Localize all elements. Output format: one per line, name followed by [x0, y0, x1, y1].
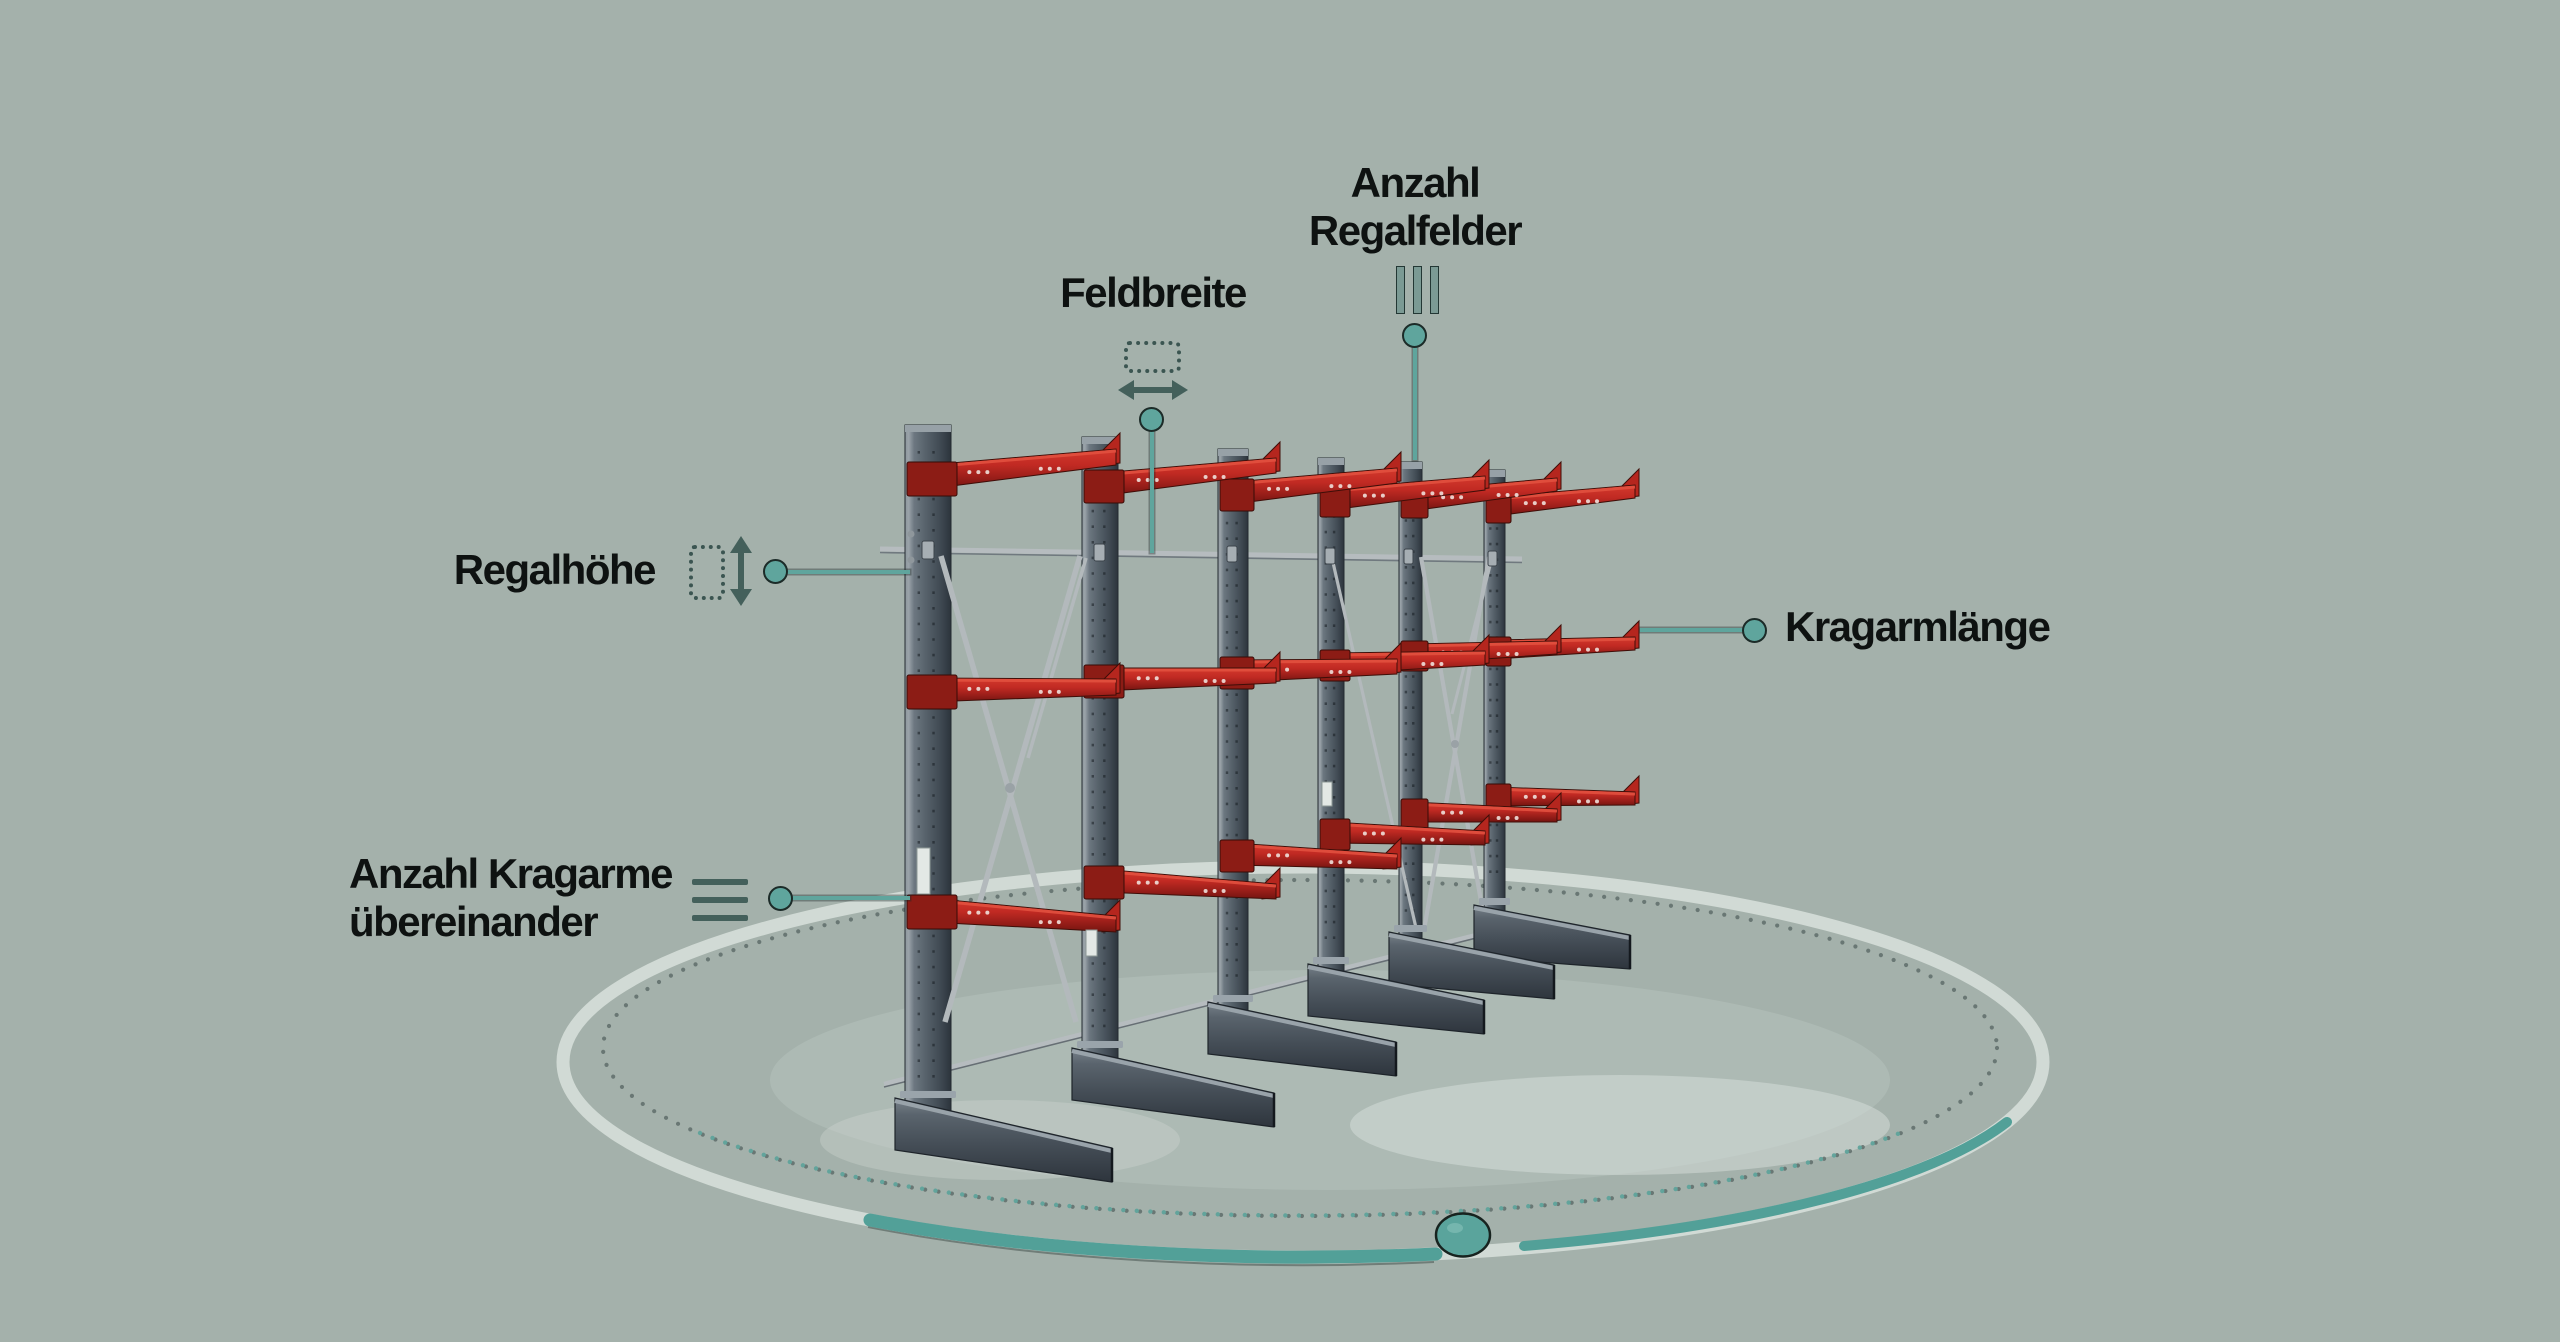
rotation-ring-arc-right: [1519, 1117, 2012, 1251]
callout-line-kragarmlaenge: [1640, 628, 1743, 632]
callout-dot-kragarme: [768, 886, 793, 911]
label-kragarmlaenge: Kragarmlänge: [1785, 603, 2051, 650]
label-anzahl-kragarme: Anzahl Kragarme übereinander: [349, 850, 673, 946]
callout-dot-feldbreite: [1139, 407, 1164, 432]
callout-line-regalfelder: [1413, 348, 1417, 460]
callout-line-feldbreite: [1150, 431, 1154, 553]
callout-dot-kragarmlaenge: [1742, 618, 1767, 643]
rack-columns: [904, 424, 1506, 1149]
label-regalhoehe: Regalhöhe: [453, 546, 657, 593]
label-anzahl-kragarme-line2: übereinander: [349, 898, 599, 945]
bay-width-icon: [1124, 341, 1181, 373]
rotation-handle-ball: [1434, 1212, 1492, 1258]
ground-ring-front-layer: [697, 1117, 2012, 1267]
label-anzahl-kragarme-line1: Anzahl Kragarme: [349, 850, 673, 897]
label-anzahl-regalfelder: Anzahl Regalfelder: [1215, 159, 1615, 255]
horizontal-double-arrow-icon: [1118, 380, 1188, 400]
callout-line-kragarme: [793, 896, 910, 900]
rack-height-icon: [689, 545, 725, 600]
callout-line-regalhoehe: [787, 570, 910, 574]
dotted-ellipse-front: [697, 1130, 1903, 1218]
column-label-plates: [916, 781, 1333, 957]
label-anzahl-regalfelder-line2: Regalfelder: [1308, 207, 1523, 254]
label-anzahl-regalfelder-line1: Anzahl: [1350, 159, 1481, 206]
rack-arms-and-bases: [894, 431, 1640, 1183]
vertical-double-arrow-icon: [730, 536, 752, 606]
cross-braces: [907, 530, 1498, 1023]
rotation-ring-arc-left: [863, 1213, 1443, 1264]
label-feldbreite: Feldbreite: [1060, 269, 1247, 316]
callout-dot-regalfelder: [1402, 323, 1427, 348]
callout-dot-regalhoehe: [763, 559, 788, 584]
